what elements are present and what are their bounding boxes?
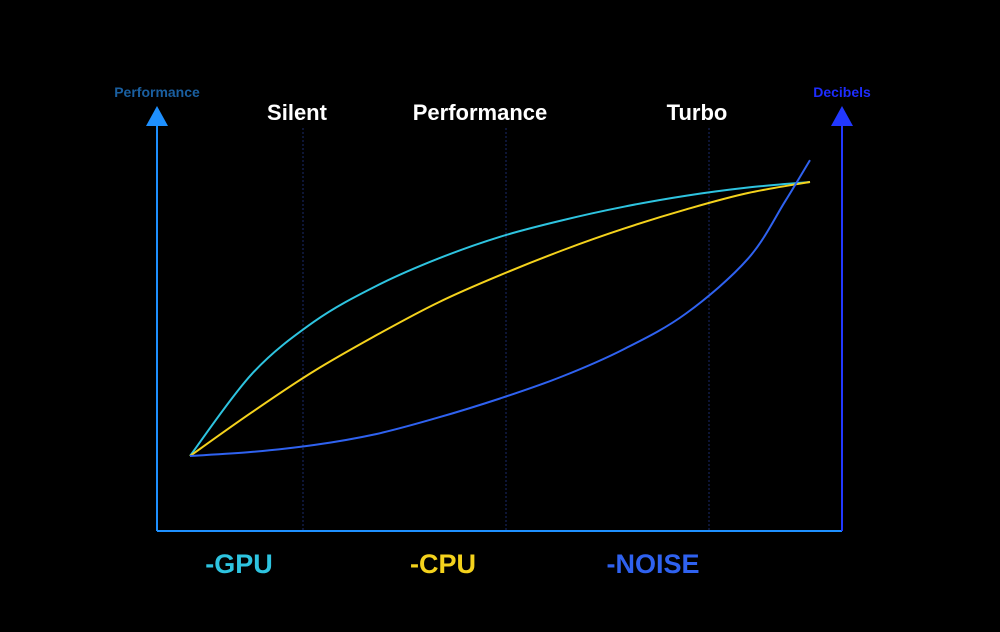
series-lines xyxy=(189,159,811,457)
cpu-line xyxy=(189,181,811,457)
mode-dividers xyxy=(302,128,710,531)
mode-label-turbo: Turbo xyxy=(667,100,728,125)
legend-cpu: -CPU xyxy=(410,549,476,579)
left-axis-arrow-icon xyxy=(146,106,168,126)
noise-line xyxy=(189,159,811,457)
gpu-line xyxy=(189,181,811,457)
right-axis-title: Decibels xyxy=(813,84,871,100)
mode-label-performance: Performance xyxy=(413,100,548,125)
legend-noise: -NOISE xyxy=(606,549,699,579)
left-axis-title: Performance xyxy=(114,84,200,100)
right-axis-arrow-icon xyxy=(831,106,853,126)
legend-gpu: -GPU xyxy=(205,549,273,579)
mode-label-silent: Silent xyxy=(267,100,328,125)
